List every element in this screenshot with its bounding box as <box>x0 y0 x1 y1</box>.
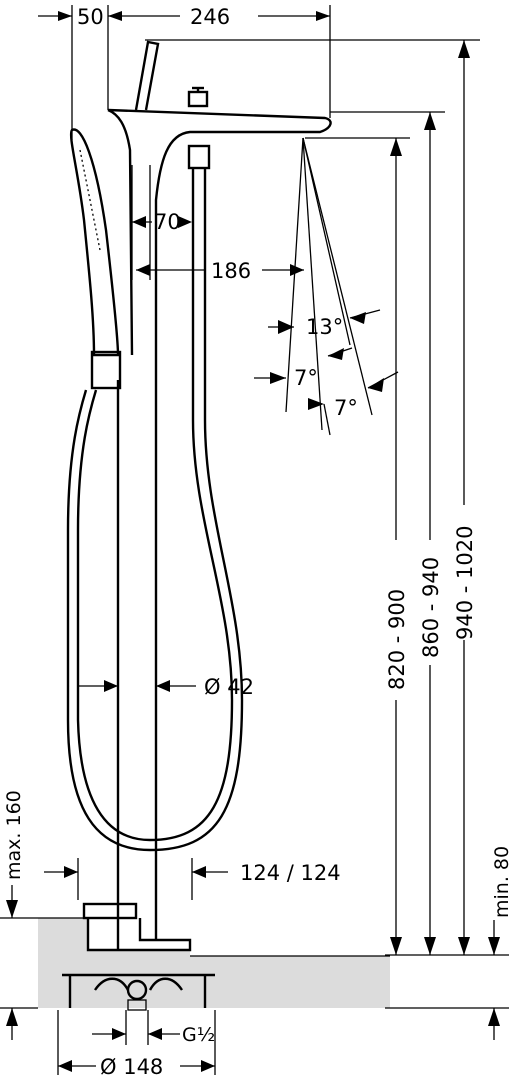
dim-186-label: 186 <box>211 259 251 283</box>
dim-820-900-label: 820 - 900 <box>385 589 409 690</box>
dim-70: 70 <box>132 210 192 234</box>
dim-diam42: Ø 42 <box>78 675 254 699</box>
dim-diam148-label: Ø 148 <box>100 1055 163 1079</box>
dim-124: 124 / 124 <box>44 858 341 900</box>
dim-diam148: Ø 148 <box>57 1010 216 1079</box>
shower-holder <box>90 350 122 390</box>
top-dimensions: 50 246 <box>38 5 331 140</box>
hose <box>76 168 234 842</box>
dim-186: 186 <box>136 259 304 283</box>
floor-left <box>38 918 88 1008</box>
connector-circle <box>126 979 148 1001</box>
dim-g12-label: G½ <box>182 1024 215 1046</box>
faucet-base <box>62 902 215 1011</box>
dim-max160-label: max. 160 <box>3 790 25 880</box>
dim-124-label: 124 / 124 <box>240 861 341 885</box>
dim-860-940-label: 860 - 940 <box>419 557 443 658</box>
dim-246-label: 246 <box>190 5 230 29</box>
floor-right <box>190 956 390 1008</box>
dim-g12: G½ <box>92 1010 215 1046</box>
mounting-bracket <box>62 973 215 1008</box>
spray-angles: 13° 7° 7° <box>254 137 399 436</box>
floor-section <box>38 917 390 1008</box>
lever-handle <box>134 40 160 111</box>
dim-diam42-label: Ø 42 <box>204 675 254 699</box>
dim-min80-label: min. 80 <box>491 846 509 918</box>
spout <box>107 108 332 940</box>
left-max160-dimension: max. 160 <box>0 790 38 1040</box>
dim-70-label: 70 <box>154 210 181 234</box>
dim-50-label: 50 <box>77 5 104 29</box>
dim-13deg-label: 13° <box>306 315 343 339</box>
dim-7deg-a-label: 7° <box>294 366 318 390</box>
dim-940-1020-label: 940 - 1020 <box>453 526 477 640</box>
dim-7deg-b-label: 7° <box>334 396 358 420</box>
faucet-body <box>66 40 332 950</box>
right-vertical-dimensions: 940 - 1020 860 - 940 820 - 900 min. 80 <box>145 39 509 1040</box>
hand-shower <box>69 128 122 390</box>
